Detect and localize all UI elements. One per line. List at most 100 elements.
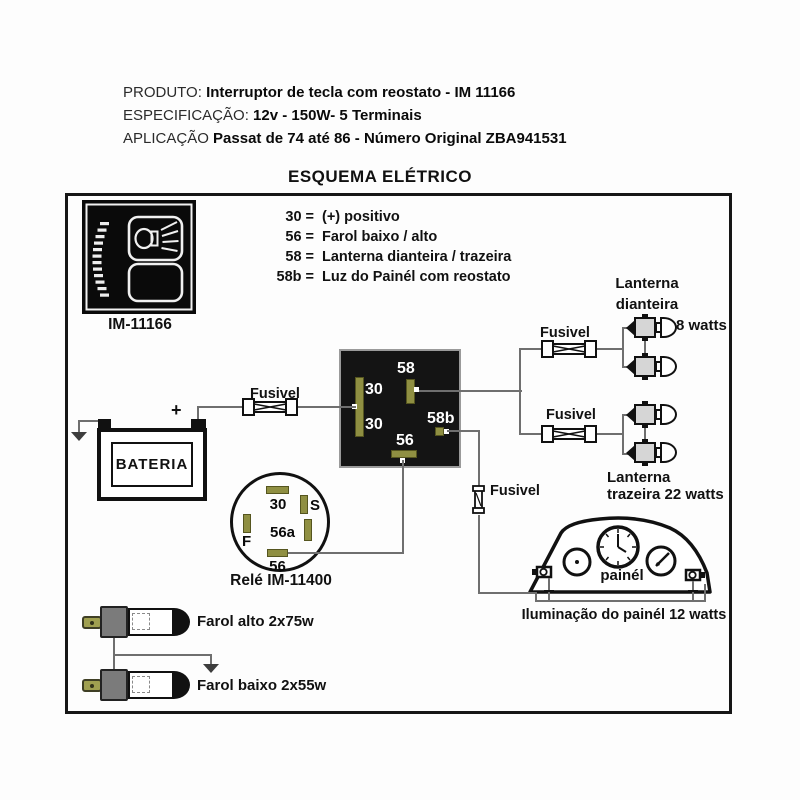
wire-segment [597,433,624,435]
bulb-socket [626,359,635,375]
wire-segment [622,414,624,455]
relay-terminal-56 [267,549,288,557]
bulb-filament [132,613,150,630]
low-beam-label: Farol baixo 2x55w [197,677,327,694]
relay-terminal-s [300,495,308,514]
spec-label: ESPECIFICAÇÃO: [123,107,249,124]
bulb-filament [132,676,150,693]
ground-icon [203,664,219,673]
wire-segment [78,420,99,422]
relay-label: Relé IM-11400 [230,572,332,589]
bulb-connector-tab [82,679,102,692]
wire-segment [519,433,543,435]
bulb-glass [660,317,677,338]
rear-bulb-icon [626,401,678,428]
bulb-contact [642,314,648,318]
fuse-label-front: Fusivel [540,325,590,341]
wire-segment [519,348,543,350]
wire-segment [535,592,537,602]
battery-terminal-neg [98,419,111,428]
bulb-contact [642,462,648,466]
tab-dot [90,684,94,688]
product-label: PRODUTO: [123,84,202,101]
wire-segment [622,327,624,368]
fuse-panel [472,485,485,514]
battery-terminal-pos [191,419,206,428]
relay-terminal-56a [304,519,312,541]
legend-desc: Lanterna dianteira / trazeira [322,249,512,265]
battery [97,428,207,501]
terminal-56-label: 56 [396,432,414,449]
rear-bulb-icon [626,439,678,466]
legend-row-56: 56 = Farol baixo / alto [268,227,511,247]
front-bulb-icon [626,353,678,380]
bulb-glass [660,442,677,463]
bulb-base [100,606,128,638]
bulb-contact [642,439,648,443]
battery-label: BATERIA [111,442,193,487]
bulb-socket [626,320,635,336]
wire-segment [78,420,80,432]
relay-terminal-30 [266,486,289,494]
legend-term: 58b = [276,269,314,285]
fuse-battery [242,398,298,416]
spec-value: 12v - 150W- 5 Terminais [253,107,422,124]
bulb-tip [172,608,190,636]
wire-segment [210,654,212,664]
relay-terminal-56a-label: 56a [270,524,296,541]
contact-mark [544,590,554,592]
wire-segment [644,335,646,359]
bulb-contact [642,353,648,357]
bulb-glass [660,356,677,377]
product-line: PRODUTO: Interruptor de tecla com reosta… [123,84,515,101]
bulb-contact [642,337,648,341]
switch-icon-art [85,203,193,311]
front-lights-line2: dianteira [615,296,679,313]
junction-dot [444,429,449,434]
application-label: APLICAÇÃO [123,130,209,147]
bulb-socket [626,407,635,423]
fuse-rear [541,425,597,443]
wire-segment [478,592,537,594]
front-lights-title: Lanterna dianteira [604,273,690,315]
legend-term: 30 = [285,209,314,225]
rear-lights-line2: trazeira 22 watts [607,485,724,503]
legend-desc: Farol baixo / alto [322,229,438,245]
wire-segment [478,430,480,486]
product-value: Interruptor de tecla com reostato - IM 1… [206,84,516,101]
relay-outline [230,472,330,572]
legend-row-58: 58 = Lanterna dianteira / trazeira [268,247,511,267]
wire-segment [597,348,624,350]
legend-desc: Luz do Painél com reostato [322,269,511,285]
junction-dot [414,387,419,392]
terminal-58b-label: 58b [427,410,455,427]
wire-segment [288,552,404,554]
bulb-contact [642,401,648,405]
legend-term: 56 = [285,229,314,245]
fuse-label-panel: Fusivel [490,483,540,499]
bulb-body [634,356,656,377]
legend-term: 58 = [285,249,314,265]
legend: 30 = (+) positivo 56 = Farol baixo / alt… [268,207,512,287]
high-beam-label: Farol alto 2x75w [197,613,314,630]
bulb-cylinder [128,671,174,699]
tab-dot [90,621,94,625]
wire-segment [113,637,115,670]
relay-terminal-f [243,514,251,533]
fuse-front [541,340,597,358]
bulb-connector-tab [82,616,102,629]
legend-row-58b: 58b = Luz do Painél com reostato [268,267,511,287]
front-bulb-icon [626,314,678,341]
rear-lights-title: Lanterna trazeira 22 watts [607,469,724,503]
terminal-58b-pad [435,427,444,436]
bulb-glass [660,404,677,425]
headlight-switch-icon [82,200,196,314]
diagram-title: ESQUEMA ELÉTRICO [288,167,472,186]
front-lights-watts: 8 watts [676,317,727,334]
bulb-socket [626,445,635,461]
relay-connector: 30 S F 56a 56 [230,472,330,575]
spec-line: ESPECIFICAÇÃO: 12v - 150W- 5 Terminais [123,107,422,124]
low-beam-bulb-icon [82,669,190,701]
wire-segment [447,430,480,432]
